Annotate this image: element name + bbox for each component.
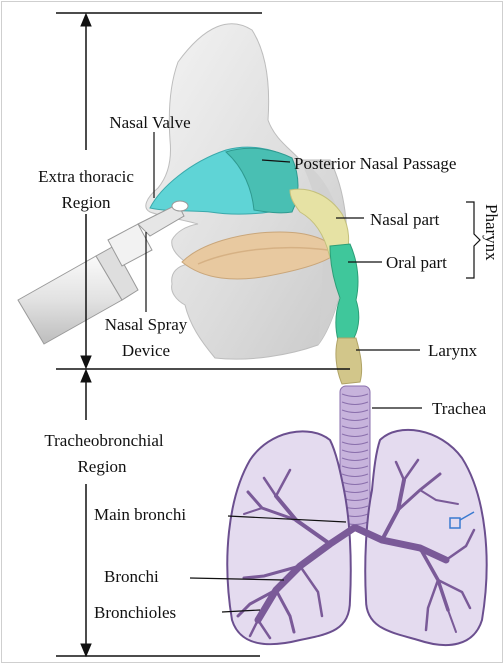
label-oral-part: Oral part <box>386 253 447 272</box>
label-nasal-valve: Nasal Valve <box>109 113 190 132</box>
larynx-shape <box>336 338 362 384</box>
pharynx-bracket <box>466 202 480 278</box>
label-main-bronchi: Main bronchi <box>94 505 186 524</box>
label-tracheobronchial: Tracheobronchial <box>44 431 164 450</box>
tracheobronchial-arrow <box>81 370 91 656</box>
label-pharynx: Pharynx <box>482 204 501 261</box>
label-tracheobronchial-region: Region <box>77 457 127 476</box>
label-bronchioles: Bronchioles <box>94 603 176 622</box>
label-posterior-nasal-passage: Posterior Nasal Passage <box>294 154 456 173</box>
label-extra-thoracic: Extra thoracic <box>38 167 134 186</box>
label-nasal-part: Nasal part <box>370 210 440 229</box>
label-bronchi: Bronchi <box>104 567 159 586</box>
label-trachea: Trachea <box>432 399 487 418</box>
label-nasal-spray: Nasal Spray <box>105 315 188 334</box>
label-device: Device <box>122 341 170 360</box>
label-larynx: Larynx <box>428 341 478 360</box>
label-extra-thoracic-region: Region <box>61 193 111 212</box>
